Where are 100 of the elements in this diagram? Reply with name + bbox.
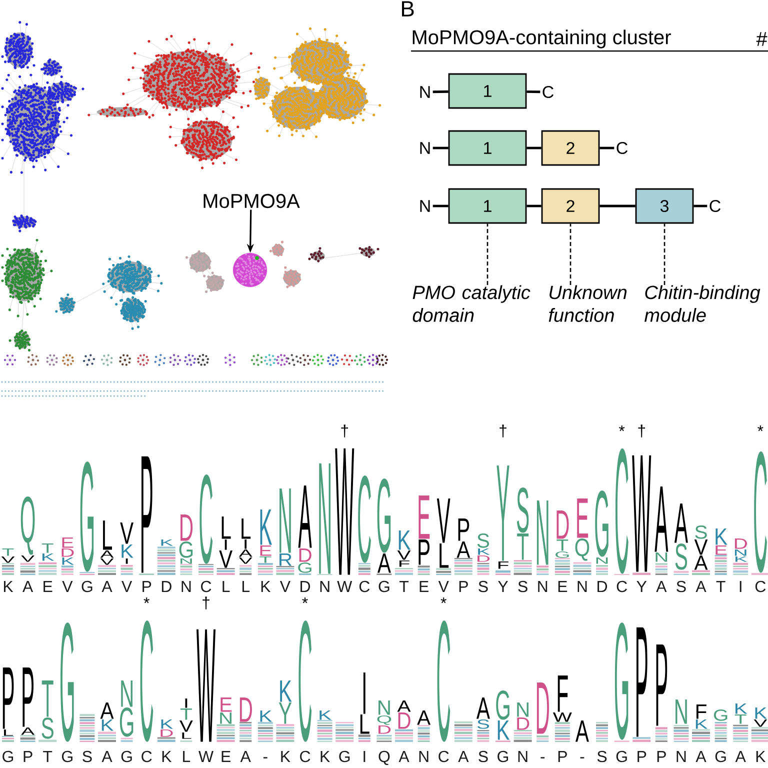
residue-letter: D (240, 698, 252, 722)
residue-letter: C (298, 620, 312, 742)
sequence-letter: V (122, 581, 132, 592)
residue-letter: K (260, 510, 272, 545)
residue-letter: N (536, 500, 548, 565)
residue-letter: A (238, 550, 252, 557)
residue-letter: G (298, 562, 312, 573)
sequence-letter: G (2, 750, 14, 762)
residue-letter: Y (496, 465, 510, 561)
residue-letter: I (363, 672, 366, 714)
residue-letter: A (674, 504, 688, 543)
residue-letter: K (755, 708, 767, 719)
residue-letter: N (121, 680, 132, 707)
residue-letter: K (696, 720, 708, 729)
residue-letter: S (42, 718, 54, 739)
residue-letter: G (614, 622, 628, 740)
sequence-letter: P (638, 751, 646, 762)
sequence-letter: Y (636, 581, 647, 592)
residue-letter: C (358, 475, 371, 563)
domain-box: 2 (541, 188, 600, 224)
sequence-letter: C (201, 580, 212, 592)
sequence-letter: W (198, 751, 214, 762)
residue-letter: G (120, 708, 134, 737)
sequence-letter: N (578, 581, 587, 592)
site-marker: † (341, 424, 348, 438)
sequence-letter: L (242, 581, 250, 592)
site-marker: † (202, 596, 210, 610)
domain-caption: PMO catalytic domain (412, 285, 530, 322)
residue-letter: G (556, 552, 569, 558)
domain-box: 1 (448, 130, 527, 166)
residue-letter: D (378, 726, 391, 734)
residue-letter: V (219, 550, 232, 568)
residue-letter: S (516, 488, 529, 533)
connector-line (432, 146, 448, 150)
residue-letter: A (397, 700, 411, 712)
terminus-label: C (542, 86, 554, 98)
residue-letter: Q (20, 496, 35, 555)
residue-letter: P (636, 627, 648, 737)
residue-letter: E (418, 496, 430, 539)
residue-letter: A (298, 485, 312, 548)
site-marker: * (144, 598, 150, 604)
residue-letter: V (754, 720, 768, 727)
sequence-letter: V (280, 581, 290, 592)
residue-letter: N (517, 702, 528, 717)
residue-letter: Q (377, 716, 392, 725)
leader-line (486, 224, 488, 285)
residue-letter: C (200, 474, 213, 564)
sequence-letter: L (183, 751, 190, 762)
sequence-letter: I (740, 581, 742, 592)
residue-letter: K (260, 710, 272, 722)
residue-letter: V (120, 522, 134, 544)
sequence-letter: C (359, 580, 370, 592)
sequence-letter: A (458, 751, 469, 762)
sequence-letter: G (715, 750, 726, 762)
domain-box: 3 (635, 188, 694, 224)
residue-letter: S (675, 544, 688, 570)
residue-letter: P (142, 456, 152, 573)
sequence-letter: N (538, 581, 548, 592)
terminus-label: C (710, 200, 720, 212)
residue-letter: G (377, 478, 391, 553)
residue-letter: K (320, 710, 332, 720)
residue-letter: S (695, 526, 707, 539)
residue-letter: W (632, 455, 652, 572)
sequence-letter: L (222, 581, 230, 592)
residue-letter: A (100, 702, 114, 719)
sequence-letter: N (518, 751, 528, 762)
residue-letter: D (556, 510, 569, 539)
connector-line (526, 146, 542, 150)
residue-letter: P (458, 518, 470, 541)
sequence-letter: C (300, 750, 310, 762)
residue-letter: T (180, 708, 192, 720)
residue-letter: L (103, 520, 112, 550)
residue-letter: A (575, 720, 589, 742)
residue-letter: D (398, 712, 410, 729)
sequence-letter: G (616, 750, 627, 762)
residue-letter: L (182, 732, 192, 739)
site-marker: * (758, 426, 764, 432)
sequence-letter: Y (498, 581, 508, 592)
residue-letter: G (80, 461, 94, 572)
sequence-letter: C (438, 750, 449, 762)
residue-letter: V (694, 540, 708, 555)
residue-letter: D (180, 514, 193, 541)
sequence-letter: A (240, 751, 251, 762)
residue-letter: A (476, 698, 490, 719)
connector-line (432, 90, 448, 94)
sequence-letter: P (142, 581, 152, 592)
sequence-letter: A (22, 581, 34, 592)
terminus-label: N (420, 142, 430, 154)
residue-letter: D (299, 548, 312, 562)
residue-letter: N (220, 712, 232, 724)
residue-letter: A (417, 710, 431, 725)
sequence-letter: A (696, 581, 706, 592)
residue-letter: L (4, 730, 13, 736)
residue-letter: L (360, 714, 370, 734)
residue-letter: D (517, 718, 530, 730)
residue-letter: C (754, 451, 767, 573)
residue-letter: A (654, 486, 668, 552)
sequence-letter: A (696, 751, 706, 762)
residue-letter: T (2, 548, 14, 556)
residue-letter: N (319, 463, 330, 574)
